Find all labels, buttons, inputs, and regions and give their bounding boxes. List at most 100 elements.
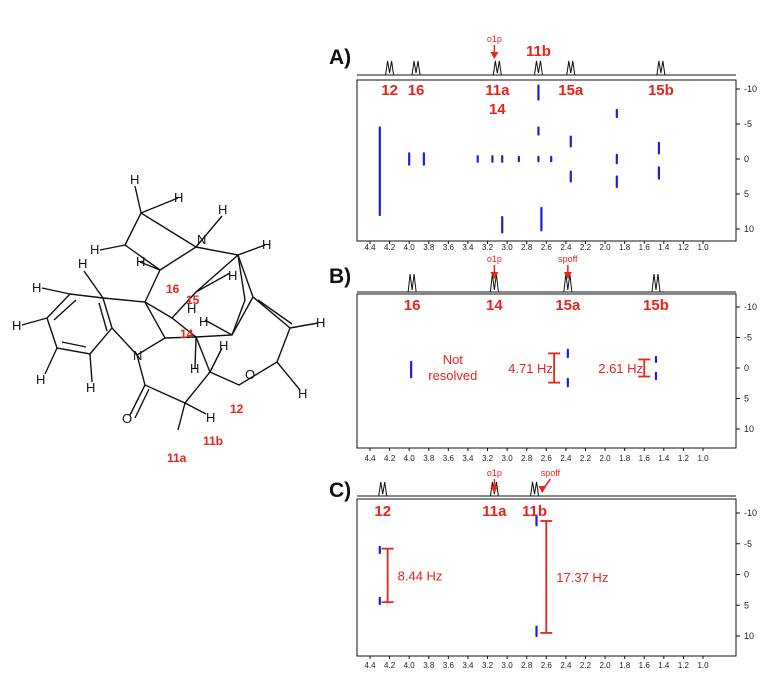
molecule-label-15: 15 [186,293,200,307]
x-tick-label: 3.8 [423,661,435,670]
alkene-double-bond [257,299,293,325]
x-tick-label: 2.4 [560,661,572,670]
y-tick-label: 0 [744,154,749,164]
y-tick-label: -5 [744,333,752,343]
peak-label: 12 [374,503,391,520]
y-tick-label: 0 [744,363,749,373]
h-atom: H [187,301,196,316]
x-tick-label: 1.6 [639,661,651,670]
strychnine-structure: N N O O H H H H H H H H H H H H H H H H … [12,172,325,465]
x-tick-label: 2.8 [521,661,533,670]
h-atom: H [206,410,215,425]
x-tick-label: 4.4 [364,661,376,670]
panel-b-contours [410,348,658,388]
x-tick-label: 3.4 [462,661,474,670]
x-tick-label: 3.0 [502,454,514,463]
h-atom: H [86,380,95,395]
note-line-1: Not [443,352,464,367]
oxygen-atom-carbonyl: O [122,411,132,426]
peak-label: 16 [408,82,425,99]
annotation-label: o1p [487,254,502,264]
y-tick-label: -5 [744,539,752,549]
x-tick-label: 2.6 [541,661,553,670]
y-tick-label: 5 [744,189,749,199]
coupling-value: 2.61 Hz [598,361,643,376]
molecule-label-11a: 11a [167,451,187,465]
peak-label: 12 [381,82,398,99]
peak-label: 11b [526,43,551,60]
h-atom: H [174,190,183,205]
y-tick-label: 5 [744,394,749,404]
coupling-value: 17.37 Hz [556,570,608,585]
h-atom: H [32,280,41,295]
panel-c-label: C) [329,479,351,502]
x-tick-label: 1.6 [639,454,651,463]
x-tick-label: 1.8 [619,243,631,252]
h-atom: H [219,338,228,353]
molecule-label-16: 16 [166,282,180,296]
panel-a-contours [378,84,661,234]
y-tick-label: 10 [744,631,754,641]
y-tick-label: -10 [744,302,757,312]
x-tick-label: 2.8 [521,243,533,252]
y-tick-label: 5 [744,600,749,610]
y-tick-label: -10 [744,84,757,94]
x-tick-label: 2.4 [560,454,572,463]
indoline-bonds [102,297,166,356]
x-tick-label: 2.2 [580,243,592,252]
h-atom: H [78,256,87,271]
y-tick-label: -10 [744,508,757,518]
note-line-2: resolved [428,368,477,383]
x-tick-label: 3.0 [502,243,514,252]
nitrogen-atom-1: N [133,348,142,363]
x-tick-label: 1.2 [678,661,690,670]
x-tick-label: 1.4 [658,454,670,463]
y-tick-label: 0 [744,570,749,580]
h-atom: H [36,372,45,387]
x-tick-label: 1.0 [697,454,709,463]
x-tick-label: 2.6 [541,243,553,252]
peak-label: 15b [643,297,669,314]
x-tick-label: 3.2 [482,243,494,252]
peak-label: 11a [482,503,507,520]
x-tick-label: 3.6 [443,661,455,670]
peak-label: 14 [489,101,506,118]
x-tick-label: 1.8 [619,454,631,463]
x-tick-label: 2.0 [599,454,611,463]
panel-a-1d-spectrum [357,60,736,76]
x-tick-label: 3.4 [462,454,474,463]
x-tick-label: 1.4 [658,661,670,670]
h-atom: H [199,314,208,329]
annotation-arrowhead [563,272,572,279]
h-atom: H [262,237,271,252]
h-atom: H [190,361,199,376]
molecule-label-14: 14 [180,327,194,341]
x-tick-label: 1.0 [697,243,709,252]
x-tick-label: 3.4 [462,243,474,252]
panel-a-label: A) [329,46,351,69]
x-tick-label: 2.6 [541,454,553,463]
x-tick-label: 2.0 [599,661,611,670]
panel-c-y-axis: -10 -5 0 5 10 [736,508,757,641]
x-tick-label: 1.2 [678,243,690,252]
x-tick-label: 3.6 [443,454,455,463]
h-atom: H [12,318,21,333]
peak-label: 16 [404,297,421,314]
panel-a-annotations: o1p [487,34,502,59]
pyrrolidine-bonds [124,212,197,271]
x-tick-label: 3.8 [423,454,435,463]
h-atom: H [218,202,227,217]
nitrogen-atom-2: N [197,232,206,247]
x-tick-label: 4.2 [384,661,396,670]
x-tick-label: 4.2 [384,243,396,252]
